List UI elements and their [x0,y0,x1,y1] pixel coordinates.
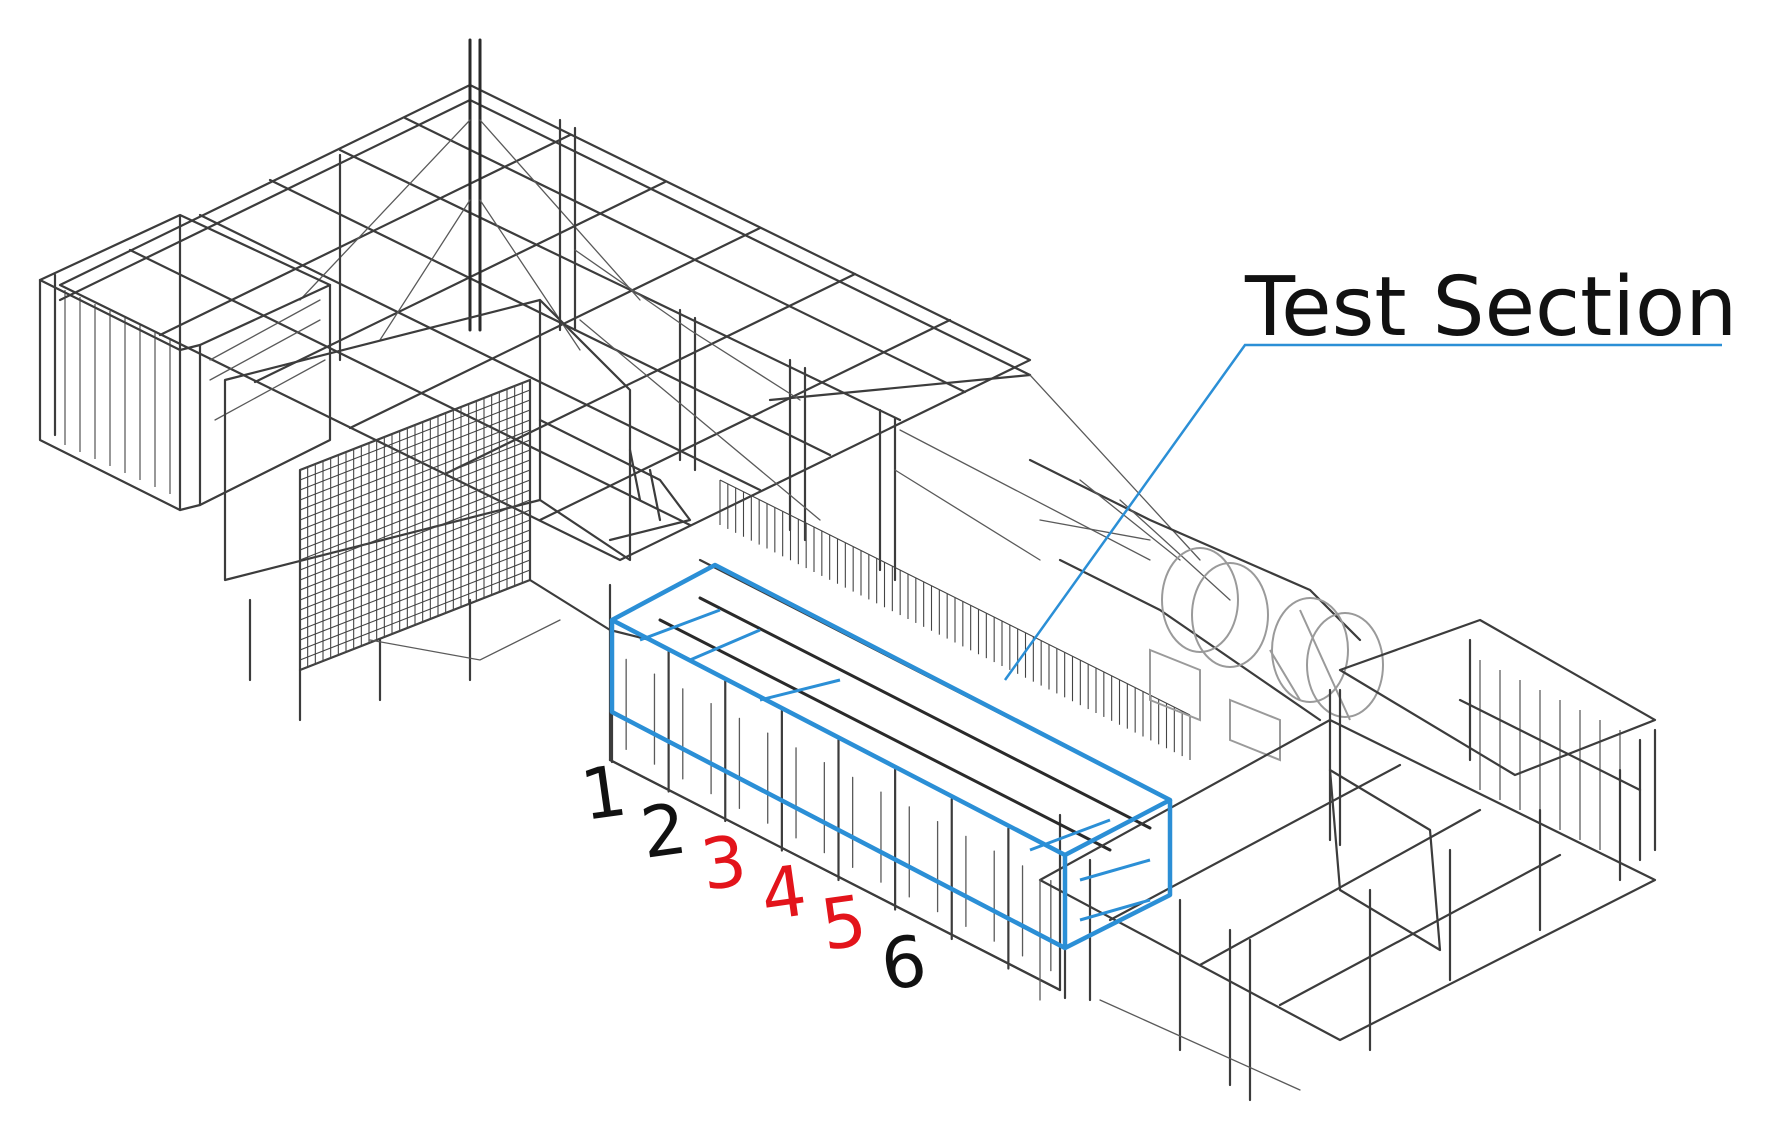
section-number-3: 3 [696,819,752,906]
section-number-4: 4 [756,849,812,936]
section-number-2: 2 [636,787,692,874]
fan-section [1028,458,1384,762]
inlet-section [38,213,332,512]
section-numbers: 1 2 3 4 5 6 [576,749,932,1006]
test-section-label: Test Section [1244,260,1737,355]
section-number-1: 1 [576,749,632,836]
section-number-6: 6 [876,919,932,1006]
section-number-5: 5 [816,879,872,966]
callout-leader [1003,343,1722,681]
test-section-body [608,479,1191,1000]
outlet-frame [1038,618,1657,1102]
honeycomb-screen [223,298,632,722]
test-section-highlight [609,562,1173,951]
roof-frame [58,38,1201,582]
